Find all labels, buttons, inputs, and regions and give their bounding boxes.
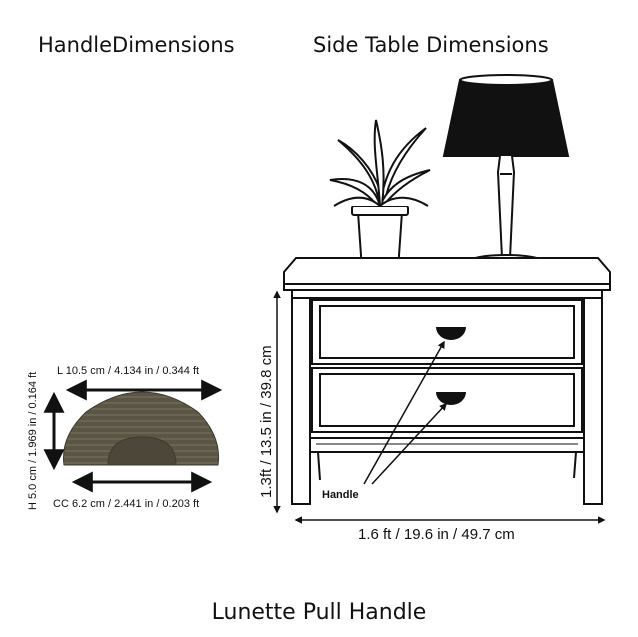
plant-illustration — [329, 119, 431, 271]
handle-cc-label: CC 6.2 cm / 2.441 in / 0.203 ft — [53, 498, 199, 510]
product-name: Lunette Pull Handle — [211, 600, 427, 625]
lamp-illustration — [442, 74, 570, 270]
drawer-handle-bottom — [436, 392, 466, 405]
handle-dimensions-title: HandleDimensions — [38, 33, 235, 57]
handle-height-label: H 5.0 cm / 1.969 in / 0.164 ft — [27, 372, 39, 510]
table-width-label: 1.6 ft / 19.6 in / 49.7 cm — [358, 526, 515, 543]
handle-length-label: L 10.5 cm / 4.134 in / 0.344 ft — [57, 365, 199, 377]
handle-callout-arrow-bottom — [371, 402, 448, 485]
drawer-handle-top — [436, 327, 466, 340]
side-table-dimensions-title: Side Table Dimensions — [313, 33, 549, 57]
handle-callout-arrow-top — [363, 340, 445, 485]
table-height-label: 1.3ft / 13.5 in / 39.8 cm — [258, 345, 275, 498]
side-table-illustration — [283, 74, 611, 505]
handle-illustration — [62, 391, 220, 466]
handle-callout-label: Handle — [322, 489, 359, 501]
